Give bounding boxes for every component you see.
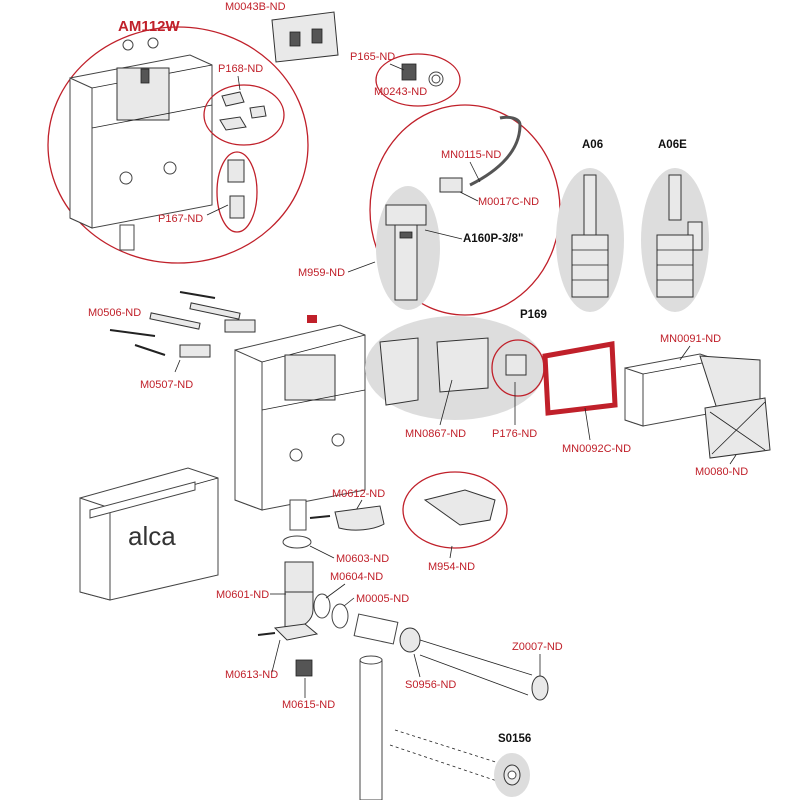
drain-assembly: M0603-ND M0601-ND M0604-ND M0005-ND S095…	[216, 535, 563, 800]
am112w-title: AM112W	[118, 18, 181, 35]
m0612-group: M0612-ND	[309, 488, 385, 531]
label-mn0115: MN0115-ND	[441, 149, 501, 161]
p165-group: P165-ND M0243-ND	[350, 51, 461, 107]
brand-logo: alca	[128, 521, 176, 551]
label-p168: P168-ND	[218, 63, 263, 75]
label-p165: P165-ND	[350, 51, 395, 63]
a06-group: A06	[556, 139, 624, 312]
label-p167: P167-ND	[158, 213, 203, 225]
label-m0601: M0601-ND	[216, 589, 269, 601]
label-m0017c: M0017C-ND	[478, 196, 539, 208]
label-m959: M959-ND	[298, 267, 345, 279]
mounting-bolts-group: M0506-ND M0507-ND	[88, 291, 256, 391]
mn0091-group: MN0091-ND	[624, 333, 761, 427]
label-p176: P176-ND	[492, 428, 537, 440]
label-mn0091: MN0091-ND	[660, 333, 721, 345]
clamps-group: M0613-ND M0615-ND	[225, 623, 335, 711]
label-a06e: A06E	[658, 139, 687, 151]
label-a06: A06	[582, 139, 603, 151]
label-p169: P169	[520, 309, 547, 321]
label-s0156: S0156	[498, 733, 531, 745]
label-m0080: M0080-ND	[695, 466, 748, 478]
m0043b-group: M0043B-ND	[225, 1, 339, 63]
label-m0043b: M0043B-ND	[225, 1, 286, 13]
am112w-group: AM112W	[47, 18, 309, 264]
p169-group: P169 MN0867-ND P176-ND	[365, 309, 547, 440]
label-z0007: Z0007-ND	[512, 641, 563, 653]
label-mn0092c: MN0092C-ND	[562, 443, 631, 455]
label-m0506: M0506-ND	[88, 307, 141, 319]
cistern-main	[234, 315, 366, 531]
label-m954: M954-ND	[428, 561, 475, 573]
label-s0956: S0956-ND	[405, 679, 456, 691]
label-m0603: M0603-ND	[336, 553, 389, 565]
m959-group: MN0115-ND M0017C-ND A160P-3/8" M959-ND	[298, 104, 561, 316]
label-m0612: M0612-ND	[332, 488, 385, 500]
label-m0507: M0507-ND	[140, 379, 193, 391]
label-mn0867: MN0867-ND	[405, 428, 466, 440]
p168-group: P168-ND	[203, 63, 285, 146]
s0156-group: S0156	[494, 733, 531, 797]
m0080-group: M0080-ND	[695, 397, 771, 478]
label-a160p: A160P-3/8"	[463, 233, 523, 245]
a06e-group: A06E	[641, 139, 709, 312]
p167-group: P167-ND	[158, 151, 258, 233]
label-m0613: M0613-ND	[225, 669, 278, 681]
m954-group: M954-ND	[402, 471, 508, 573]
alca-cover: alca	[79, 467, 219, 601]
label-m0243: M0243-ND	[374, 86, 427, 98]
label-m0615: M0615-ND	[282, 699, 335, 711]
label-m0604: M0604-ND	[330, 571, 383, 583]
label-m0005: M0005-ND	[356, 593, 409, 605]
mn0092c-group: MN0092C-ND	[542, 341, 631, 455]
